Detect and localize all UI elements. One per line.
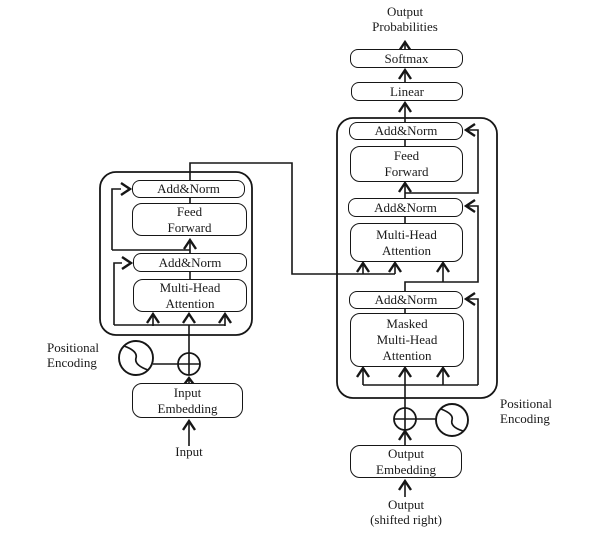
encoder-add-norm-top-box: Add&Norm (132, 180, 245, 198)
input-label: Input (175, 444, 203, 459)
encoder-positional-encoding-icon (118, 340, 154, 376)
encoder-add-icon (177, 352, 201, 376)
decoder-container-outline (336, 117, 498, 399)
decoder-add-icon (393, 407, 417, 431)
encoder-attention-box: Multi-Head Attention (133, 279, 247, 312)
input-embedding-box: Input Embedding (132, 383, 243, 418)
output-probabilities-label: Output Probabilities (372, 4, 438, 35)
decoder-add-norm-top-box: Add&Norm (349, 122, 463, 140)
output-embedding-box: Output Embedding (350, 445, 462, 478)
encoder-positional-encoding-label: Positional Encoding (47, 340, 100, 371)
linear-box: Linear (351, 82, 463, 101)
decoder-positional-encoding-icon (435, 403, 469, 437)
decoder-cross-attention-box: Multi-Head Attention (350, 223, 463, 262)
output-shifted-right-label: Output (shifted right) (370, 497, 442, 528)
softmax-box: Softmax (350, 49, 463, 68)
decoder-add-norm-bottom-box: Add&Norm (349, 291, 463, 309)
connector-lines (111, 43, 479, 497)
encoder-feed-forward-box: Feed Forward (132, 203, 247, 236)
decoder-masked-attention-box: Masked Multi-Head Attention (350, 313, 464, 367)
decoder-add-norm-middle-box: Add&Norm (348, 198, 463, 217)
decoder-feed-forward-box: Feed Forward (350, 146, 463, 182)
encoder-add-norm-bottom-box: Add&Norm (133, 253, 247, 272)
decoder-positional-encoding-label: Positional Encoding (500, 396, 553, 427)
encoder-container-outline (99, 171, 253, 336)
